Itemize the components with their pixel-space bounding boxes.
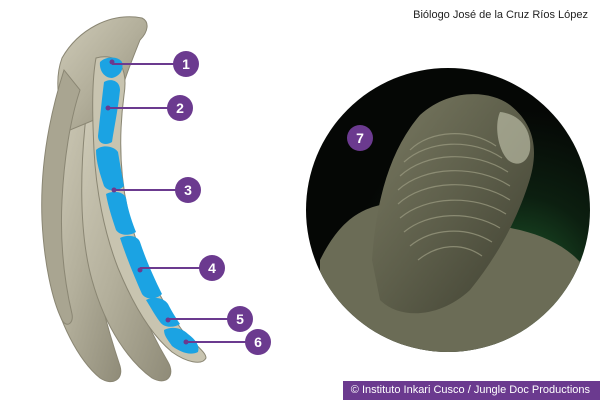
copyright-banner: © Instituto Inkari Cusco / Jungle Doc Pr… <box>342 381 600 400</box>
svg-text:2: 2 <box>176 100 184 116</box>
phalanx-segment-3 <box>96 146 124 191</box>
fossil-finger-thumb <box>41 68 81 325</box>
marker-7: 7 <box>347 125 373 151</box>
marker-5: 5 <box>227 306 253 332</box>
svg-text:5: 5 <box>236 311 244 327</box>
marker-6: 6 <box>245 329 271 355</box>
marker-2: 2 <box>167 95 193 121</box>
phalanx-segment-4 <box>106 191 136 235</box>
svg-text:4: 4 <box>208 260 216 276</box>
phalanx-segment-1 <box>99 57 123 78</box>
svg-text:6: 6 <box>254 334 262 350</box>
svg-text:3: 3 <box>184 182 192 198</box>
marker-4: 4 <box>199 255 225 281</box>
svg-text:7: 7 <box>356 130 364 146</box>
marker-3: 3 <box>175 177 201 203</box>
fingerprint-ridges <box>397 133 511 261</box>
photo-circle <box>306 68 590 352</box>
number-markers: 1 2 3 4 5 6 7 <box>167 51 373 355</box>
svg-text:1: 1 <box>182 56 190 72</box>
phalanx-segment-2 <box>98 80 120 144</box>
marker-1: 1 <box>173 51 199 77</box>
fossil-tip-highlight <box>497 112 531 164</box>
phalanx-segment-7 <box>164 327 199 354</box>
photographer-credit: Biólogo José de la Cruz Ríos López <box>413 9 588 21</box>
leader-lines <box>108 63 246 343</box>
fossil-fingertip <box>372 94 534 314</box>
